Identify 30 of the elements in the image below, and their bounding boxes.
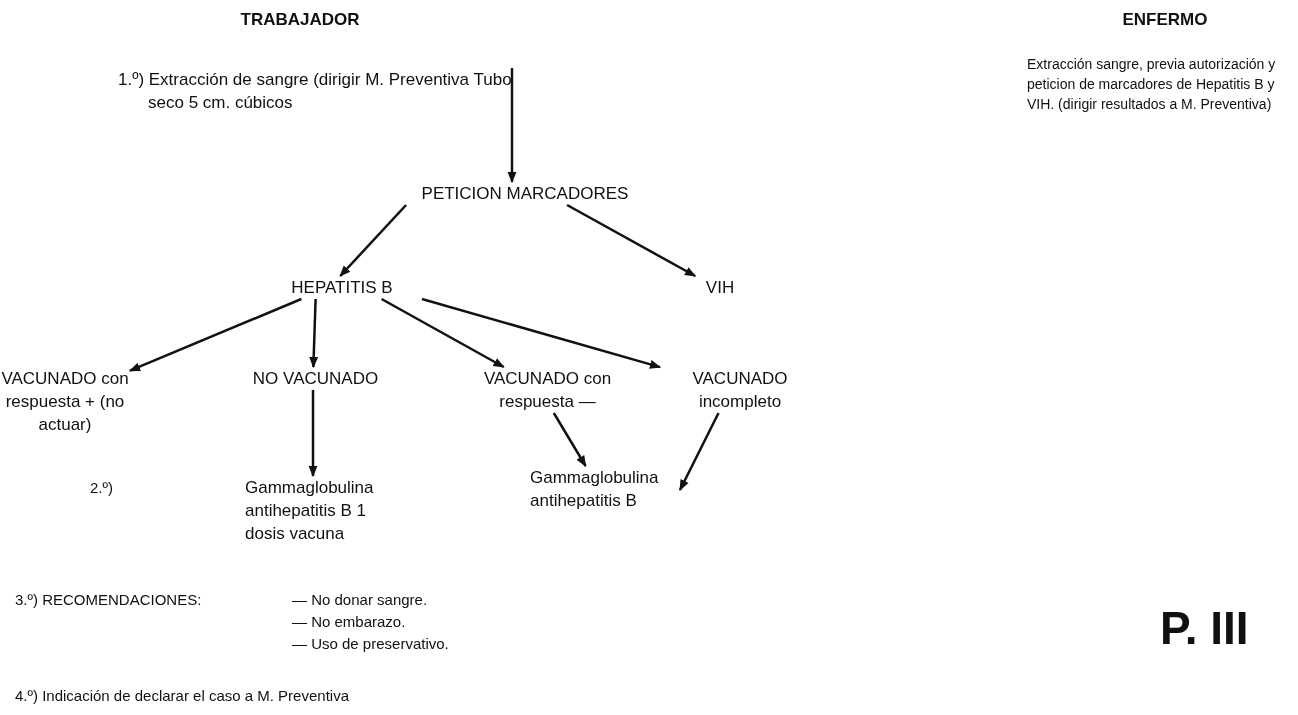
node-label: VACUNADO con respuesta —	[455, 367, 640, 413]
node-label: Gammaglobulina antihepatitis B	[530, 466, 680, 512]
step-text: 3.º) RECOMENDACIONES:	[15, 590, 203, 610]
node-label: PETICION MARCADORES	[380, 182, 670, 205]
node-label: Gammaglobulina antihepatitis B 1 dosis vacuna	[245, 476, 395, 545]
note-text: Extracción sangre, previa autorización y peticion de marcadores de Hepatitis B y VIH. (dirigir resultados a M. Preventiva)	[1027, 55, 1277, 114]
arrow	[380, 297, 505, 369]
recommendation: — No embarazo.	[292, 612, 407, 632]
arrow	[507, 68, 517, 184]
step-text: 1.º) Extracción de sangre (dirigir M. Preventiva Tubo seco 5 cm. cúbicos	[118, 68, 548, 114]
arrow	[421, 297, 662, 369]
recommendation: — No donar sangre.	[292, 590, 429, 610]
step-number: 2.º)	[90, 478, 114, 498]
arrow	[309, 298, 319, 369]
step-text: 4.º) Indicación de declarar el caso a M. Preventiva	[15, 686, 350, 706]
arrow	[552, 412, 587, 467]
arrow	[566, 203, 697, 278]
arrow	[128, 297, 302, 372]
node-label: VACUNADO con respuesta + (no actuar)	[0, 367, 130, 436]
node-label: HEPATITIS B	[262, 276, 422, 299]
page-number: P. III	[1160, 602, 1250, 654]
arrow	[678, 412, 720, 491]
node-label: VACUNADO incompleto	[660, 367, 820, 413]
recommendation: — Uso de preservativo.	[292, 634, 450, 654]
node-label: VIH	[690, 276, 750, 299]
heading: TRABAJADOR	[239, 9, 361, 31]
node-label: NO VACUNADO	[238, 367, 393, 390]
arrow	[308, 390, 318, 478]
arrow	[339, 204, 407, 277]
heading: ENFERMO	[1121, 9, 1209, 31]
